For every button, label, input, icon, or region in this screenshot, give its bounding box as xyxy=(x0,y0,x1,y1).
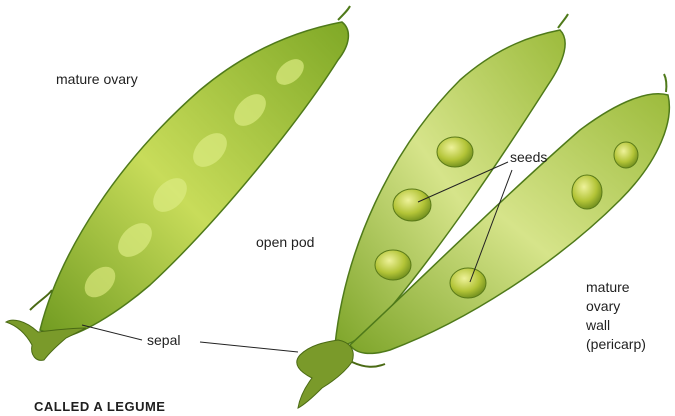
label-mature-ovary: mature ovary xyxy=(56,70,138,88)
label-pericarp-line3: wall xyxy=(586,316,610,334)
sepal-leader-line xyxy=(200,342,298,352)
seed xyxy=(572,175,602,209)
caption: CALLED A LEGUME xyxy=(34,398,165,416)
label-pericarp-line2: ovary xyxy=(586,297,620,315)
seed xyxy=(437,137,473,167)
seed xyxy=(614,142,638,168)
seed xyxy=(393,189,431,221)
label-seeds: seeds xyxy=(510,148,547,166)
label-pericarp-line1: mature xyxy=(586,278,630,296)
label-pericarp-line4: (pericarp) xyxy=(586,335,646,353)
label-sepal: sepal xyxy=(147,331,180,349)
label-open-pod: open pod xyxy=(256,233,314,251)
seed xyxy=(450,268,486,298)
closed-pod xyxy=(40,6,350,338)
sepal-leader-line xyxy=(82,325,142,340)
seed xyxy=(375,250,411,280)
